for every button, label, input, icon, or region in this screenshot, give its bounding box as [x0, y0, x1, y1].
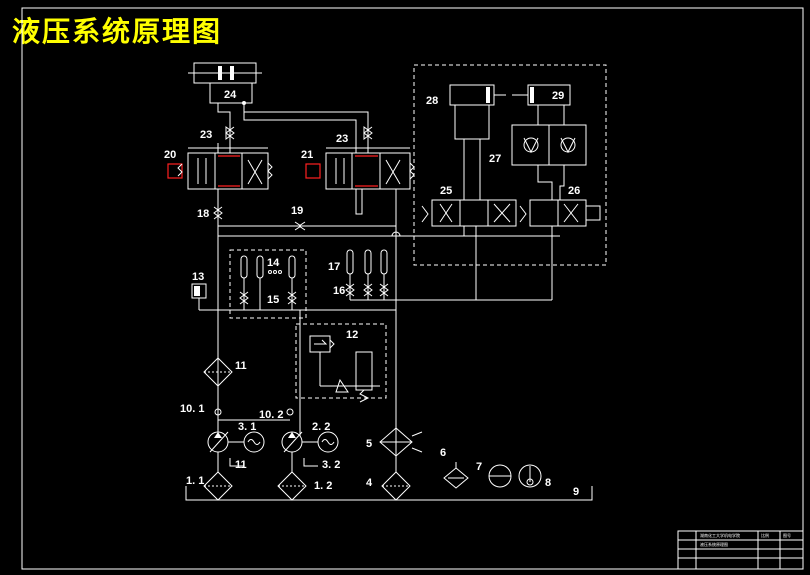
label-29: 29	[552, 90, 564, 102]
page-title: 液压系统原理图	[12, 15, 223, 48]
label-6: 6	[440, 447, 446, 459]
filter-1-2	[277, 471, 307, 501]
pump-2-1	[207, 431, 229, 453]
label-15: 15	[267, 294, 279, 306]
label-20: 20	[164, 149, 176, 161]
check-10-2	[286, 408, 294, 416]
label-3-2: 3. 2	[322, 459, 340, 471]
label-4: 4	[366, 477, 373, 489]
label-5: 5	[366, 438, 372, 450]
label-1-2: 1. 2	[314, 480, 332, 492]
cylinder-28	[449, 84, 506, 200]
label-27: 27	[489, 153, 501, 165]
motor-3-1	[228, 431, 265, 453]
title-block-field-b: 图号	[783, 532, 791, 538]
accumulator-block	[229, 249, 307, 319]
label-23a: 23	[200, 129, 212, 141]
filter-1-1	[203, 471, 233, 501]
label-18: 18	[197, 208, 209, 220]
label-12: 12	[346, 329, 358, 341]
label-24: 24	[224, 89, 237, 101]
cooler-5	[379, 427, 423, 457]
label-11: 11	[235, 360, 247, 372]
pilot-check-valves-27	[511, 124, 587, 200]
label-16: 16	[333, 285, 345, 297]
directional-valve-25	[421, 199, 527, 227]
label-14: 14	[267, 257, 280, 269]
cylinder-24	[188, 62, 262, 104]
label-1-1: 1. 1	[186, 475, 204, 487]
label-28: 28	[426, 95, 438, 107]
label-10-2: 10. 2	[259, 409, 283, 421]
label-17: 17	[328, 261, 340, 273]
filter-11	[203, 357, 233, 387]
label-19: 19	[291, 205, 303, 217]
directional-valve-21	[305, 152, 415, 190]
component-labels: 24 23 23 20 21 18 19 28 29 27 25 26 14 1…	[164, 89, 580, 498]
cylinder-29	[512, 84, 571, 125]
throttle-valve-23a	[225, 126, 235, 140]
label-8: 8	[545, 477, 551, 489]
pressure-switch-13	[191, 283, 218, 311]
throttle-valve-23b	[363, 126, 373, 140]
label-3-1: 3. 1	[238, 421, 256, 433]
label-2-2: 2. 2	[312, 421, 330, 433]
title-block-drawing: 液压系统原理图	[700, 541, 728, 547]
drawing-frame	[21, 7, 804, 570]
relief-valve-12	[309, 335, 380, 403]
label-23b: 23	[336, 133, 348, 145]
label-13: 13	[192, 271, 204, 283]
motor-3-2	[302, 431, 339, 453]
level-gauge-7	[488, 464, 512, 488]
tank-9	[185, 486, 593, 501]
filter-4	[381, 471, 411, 501]
title-block-field-a: 比例	[761, 532, 769, 538]
label-26: 26	[568, 185, 580, 197]
accumulators-17	[346, 249, 388, 275]
label-25: 25	[440, 185, 452, 197]
relief-valve-block-12	[295, 323, 387, 399]
directional-valve-20	[167, 152, 273, 190]
air-filter-6	[443, 462, 469, 489]
label-21: 21	[301, 149, 313, 161]
label-9: 9	[573, 486, 579, 498]
title-block: 湖南化工大学机电学院 液压系统原理图 比例 图号	[677, 530, 804, 570]
pump-2-2	[281, 431, 303, 453]
thermometer-8	[518, 464, 542, 488]
label-10-1: 10. 1	[180, 403, 204, 415]
title-block-org: 湖南化工大学机电学院	[700, 532, 740, 538]
check-10-1	[214, 408, 222, 416]
label-11b: 11	[235, 459, 247, 471]
label-7: 7	[476, 461, 482, 473]
directional-valve-26	[529, 199, 601, 227]
